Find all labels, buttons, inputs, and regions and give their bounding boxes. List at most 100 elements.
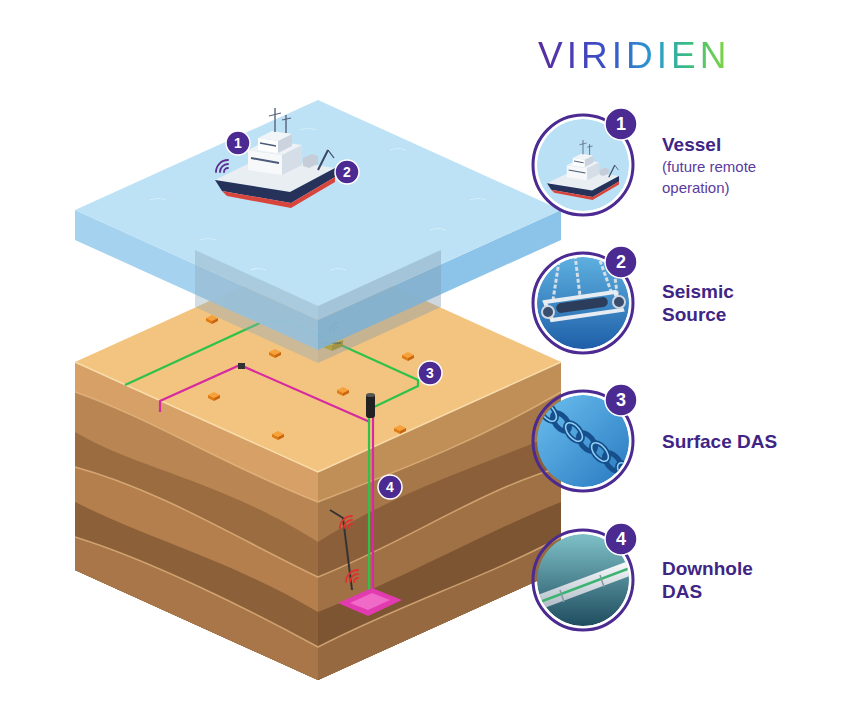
source-icon [575,255,580,296]
seabed-equipment [344,520,352,528]
sea-water [330,269,346,271]
sea-water [150,129,486,271]
seabed-equipment [272,431,284,440]
badge-circle [605,108,637,140]
component-icon: Surface DAS3 [531,389,635,493]
sea-water [150,199,166,201]
callout-badge: 4 [604,522,638,556]
callout-number: 2 [343,164,351,180]
text-group: 1 [225,130,251,156]
text-group: 3 [604,383,638,417]
soil-block [75,392,318,680]
sea-water [430,229,446,231]
component-name: Surface DAS [662,430,784,453]
callout-badge: 3 [417,360,443,386]
callout-badge: 3 [604,383,638,417]
callout-badge: 2 [604,245,638,279]
text-group: 3 [417,360,443,386]
seabed-equipment [366,393,375,397]
callout-number: 3 [616,390,626,411]
downhole-das-icon [560,590,564,602]
surface-das-icon [614,460,637,485]
callout-number: 2 [616,252,626,273]
source-icon [556,296,609,313]
badge-circle [418,361,442,385]
component-icon: Downhole DAS4 [531,528,635,632]
downhole-das-icon [530,558,640,612]
seabed-equipment [160,365,370,422]
seabed-equipment [394,425,406,434]
callout-number: 1 [234,135,242,151]
source-icon [545,292,622,320]
component-name: Vessel [662,133,784,156]
sea-water [390,149,406,151]
badge-circle [605,523,637,555]
text-group: 2 [604,245,638,279]
soil-block [75,467,561,577]
component-note: (future remote operation) [662,156,784,198]
vessel [224,168,228,172]
vessel [216,160,228,172]
vessel [220,164,228,172]
seabed-equipment [340,516,358,582]
vessel [216,160,228,172]
soil-block [75,432,318,680]
seabed-equipment [238,363,245,369]
surface-das-icon [588,440,611,465]
callout-number: 4 [386,479,394,495]
seabed-equipment [368,414,370,590]
seabed-equipment [208,392,220,401]
sea-water [250,269,266,271]
water-column [318,250,441,363]
seabed-equipment [350,593,390,610]
soil-block [75,362,561,472]
soil-block [75,502,318,680]
text-group: Downhole DAS [662,528,784,632]
callout-badge: 2 [334,159,360,185]
water-column [195,250,441,363]
component-name: Downhole DAS [662,557,784,603]
callout-number: 4 [616,529,626,550]
sea-water [470,199,486,201]
component-icon: Seismic Source2 [531,251,635,355]
seabed-equipment [350,574,358,582]
text-group: 2 [334,159,360,185]
seabed-equipment [338,588,402,616]
seabed-equipment [366,394,375,418]
badge-circle [226,131,250,155]
component-icon: Vessel(future remote operation)1 [531,113,635,217]
callout-number: 3 [426,365,434,381]
seabed-equipment [269,349,281,358]
downhole-das-icon [532,565,638,605]
badge-circle [605,384,637,416]
surface-das-icon [562,420,585,445]
surface-das-icon [614,460,637,485]
seabed-equipment [372,414,374,590]
text-group: Surface DAS [662,389,784,493]
vessel [215,108,335,208]
downhole-das-icon [600,575,604,587]
source-icon [613,296,625,308]
brand-logo: VIRIDIEN [538,34,730,78]
callout-badge: 1 [604,107,638,141]
seabed-equipment [346,570,358,582]
text-group: 4 [377,474,403,500]
seabed-equipment [340,516,352,528]
water-column [195,250,318,363]
text-group: 4 [604,522,638,556]
sea-water [300,129,316,131]
seabed-equipment [337,387,349,396]
callout-number: 1 [616,114,626,135]
sea-water [200,239,216,241]
callout-badge: 4 [377,474,403,500]
seabed-equipment [348,524,352,528]
vessel [215,108,335,208]
seabed-equipment [330,510,352,590]
soil-block [75,467,318,680]
badge-circle [335,160,359,184]
vessel-icon [547,140,619,200]
soil-block [75,537,561,647]
